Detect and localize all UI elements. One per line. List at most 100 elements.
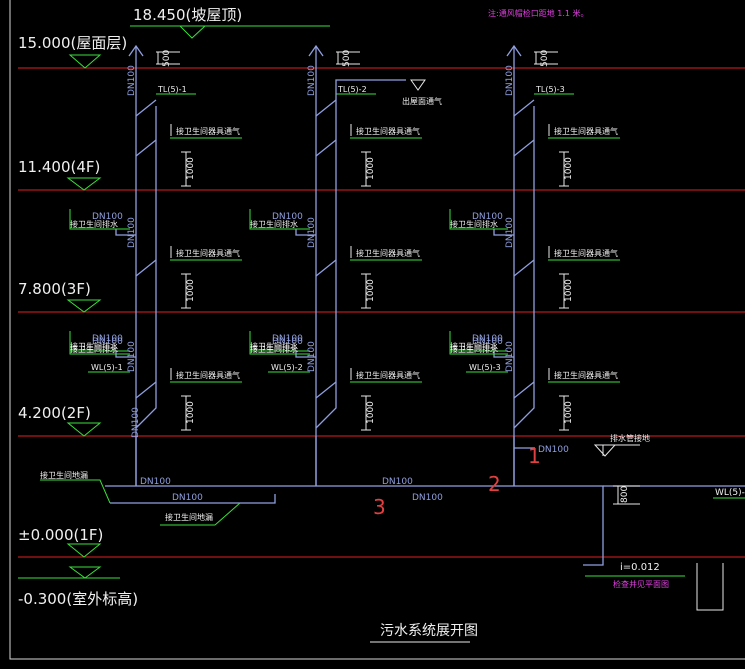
riser-dn: DN100 [307,65,317,96]
level-label-0000: ±0.000(1F) [18,526,103,544]
tl-label: TL(5)-1 [157,85,187,94]
vent-label: 接卫生间器具通气 [554,248,618,258]
drain-dn: DN100 [472,334,503,344]
roof-vent-symbol [410,79,426,91]
flush-ground-label: 排水管接地 [610,433,650,443]
dim-1000: 1000 [186,401,196,424]
drain-branch [115,229,136,236]
dim-1000-marks [361,151,371,187]
vent-connectors [315,99,337,399]
dim-1000: 1000 [366,157,376,180]
drain-branch [493,229,514,236]
dim-marks [336,51,360,65]
floor-drain-leaders [40,479,241,526]
dim-1000-marks [181,151,191,187]
drain-label: 接卫生间排水 [70,341,118,351]
level-label-15000: 15.000(屋面层) [18,34,127,52]
marker-3: 3 [373,495,386,519]
drain-label: 接卫生间排水 [450,219,498,229]
drain-leader [449,209,508,230]
drain-leader [249,334,310,355]
outlet-detail [593,444,724,611]
vent-stack [315,106,337,429]
riser-1: 500TL(5)-1DN100接卫生间器具通气1000DN100接卫生间排水接卫… [69,44,242,486]
drain-branch [295,229,316,236]
dim-1000: 1000 [366,279,376,302]
dim-500: 500 [540,50,550,67]
level-label-4200: 4.200(2F) [18,404,91,422]
drain-label: 接卫生间排水 [250,341,298,351]
riser-dn-label: DN100 [505,217,515,248]
drawing-frame [9,0,745,660]
riser-dn-label: DN100 [127,217,137,248]
dim-1000: 1000 [186,279,196,302]
dim-marks [534,51,558,65]
floor-drain-label-1: 接卫生间地漏 [40,470,88,480]
riser-2: 500TL(5)-2DN100接卫生间器具通气1000DN100接卫生间排水接卫… [249,44,442,486]
collector-dn-3: DN100 [382,477,413,487]
riser-dn-label: DN100 [505,341,515,372]
vent-label: 接卫生间器具通气 [176,248,240,258]
vent-connectors [135,99,157,399]
vent-connectors [513,99,535,399]
vent-label: 接卫生间器具通气 [176,126,240,136]
dim-marks [156,51,180,65]
vent-label: 接卫生间器具通气 [176,370,240,380]
drain-label: 接卫生间排水 [70,344,118,354]
collector-dn-4: DN100 [412,493,443,503]
dim-1000-marks [559,151,569,187]
dim-500: 500 [162,50,172,67]
riser-dn-label: DN100 [307,217,317,248]
level-label-outdoor: -0.300(室外标高) [18,590,138,608]
level-label-roof-slope: 18.450(坡屋顶) [133,6,242,24]
drain-label: 接卫生间排水 [70,219,118,229]
tl-label: TL(5)-3 [535,85,565,94]
drain-leader [69,209,130,230]
elevation-markers [66,25,258,579]
drain-label: 接卫生间排水 [450,344,498,354]
roof-vent-label: 出屋面通气 [402,96,442,106]
drain-dn: DN100 [472,337,503,347]
riser-dn: DN100 [505,65,515,96]
roof-vent-pipe [335,79,406,106]
dim-1000: 1000 [186,157,196,180]
drain-branch [493,351,514,358]
wl-label: WL(5)-3 [469,363,501,372]
vent-cap [506,44,522,57]
dim-1000-marks [181,395,191,431]
wl-label: WL(5)-1 [91,363,123,372]
drain-dn: DN100 [92,337,123,347]
drain-dn: DN100 [92,334,123,344]
dim-1000: 1000 [564,401,574,424]
vent-label: 接卫生间器具通气 [356,248,420,258]
dim-1000: 1000 [564,157,574,180]
vent-cap [128,44,144,57]
vent-label: 接卫生间器具通气 [554,126,618,136]
riser-1-bottom-dn: DN100 [131,407,141,438]
vent-cap [308,44,324,57]
drawing-title: 污水系统展开图 [380,623,478,639]
dim-1000-marks [361,273,371,309]
dim-1000-marks [181,273,191,309]
top-note: 注:通风帽检口距地 1.1 米。 [488,8,589,18]
collector-dn-2: DN100 [172,493,203,503]
dim-1000: 1000 [366,401,376,424]
drain-label: 接卫生间排水 [450,341,498,351]
dim-1000-marks [559,395,569,431]
riser-dn-label: DN100 [127,341,137,372]
dim-1000-marks [361,395,371,431]
drain-leader [249,209,310,230]
vent-label: 接卫生间器具通气 [554,370,618,380]
vent-label: 接卫生间器具通气 [356,126,420,136]
collector-dn-1: DN100 [140,477,171,487]
riser-dn: DN100 [127,65,137,96]
wl-right-label: WL(5)-4 [715,488,745,498]
outlet-dn: DN100 [538,445,569,455]
riser-3: 500TL(5)-3DN100接卫生间器具通气1000DN100接卫生间排水接卫… [449,44,620,486]
slope-label: i=0.012 [620,562,660,573]
wl-label: WL(5)-2 [271,363,303,372]
dim-1000-marks [559,273,569,309]
dim-500: 500 [342,50,352,67]
floor-drain-label-2: 接卫生间地漏 [165,512,213,522]
